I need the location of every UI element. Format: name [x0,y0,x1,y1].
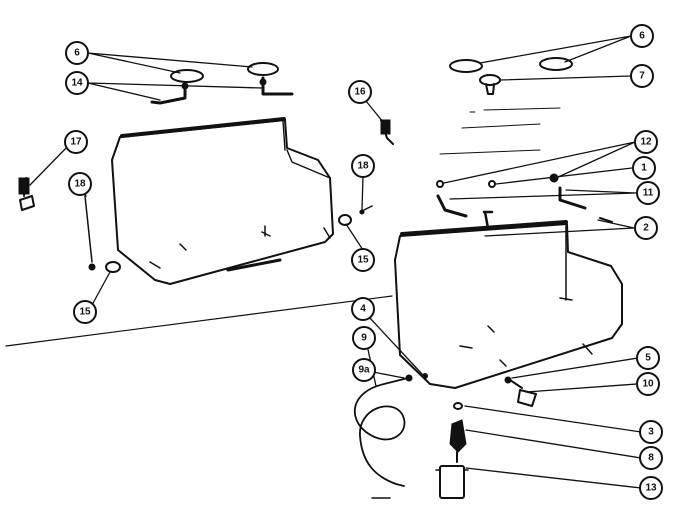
callout-2: 2 [634,216,658,240]
left-fittings [18,119,394,273]
callout-11: 11 [636,181,660,205]
right-small-parts [436,173,613,223]
right-tank [394,210,623,389]
callout-14: 14 [65,71,89,95]
svg-text:17: 17 [70,137,82,148]
svg-text:9: 9 [361,333,367,344]
callout-10: 10 [636,372,660,396]
svg-text:18: 18 [74,179,86,190]
leader-lines [29,35,642,489]
callout-6-right: 6 [630,24,654,48]
svg-text:15: 15 [357,255,369,266]
callout-18-left: 18 [68,172,92,196]
callout-17: 17 [64,130,88,154]
callout-13: 13 [639,476,663,500]
svg-text:9a: 9a [358,365,370,376]
callout-3: 3 [639,420,663,444]
separator-line [5,295,393,347]
left-tank [111,117,334,285]
svg-text:15: 15 [79,307,91,318]
callout-7: 7 [630,64,654,88]
callout-1: 1 [632,156,656,180]
svg-text:2: 2 [643,223,649,234]
lower-valve-parts [371,376,537,499]
svg-text:11: 11 [643,188,654,199]
callout-15-mid: 15 [351,248,375,272]
svg-text:16: 16 [354,87,366,98]
callout-6-left: 6 [65,41,89,65]
right-caps-group [439,57,573,155]
callout-9: 9 [352,326,376,350]
svg-text:7: 7 [639,71,645,82]
callout-15-left: 15 [73,300,97,324]
svg-text:6: 6 [639,31,645,42]
svg-text:14: 14 [71,78,83,89]
left-caps-group [150,62,294,105]
svg-text:18: 18 [357,161,369,172]
callout-12: 12 [634,130,658,154]
callout-4: 4 [351,297,375,321]
svg-text:6: 6 [74,48,80,59]
svg-text:10: 10 [642,379,654,390]
svg-text:8: 8 [648,453,654,464]
svg-text:1: 1 [641,163,647,174]
callout-5: 5 [636,346,660,370]
svg-text:13: 13 [645,483,657,494]
callout-9a: 9a [352,358,376,382]
callout-18-mid: 18 [351,154,375,178]
callout-8: 8 [639,446,663,470]
svg-text:4: 4 [360,304,366,315]
svg-text:5: 5 [645,353,651,364]
hose [353,373,428,487]
callout-16-top: 16 [348,80,372,104]
svg-text:3: 3 [648,427,654,438]
svg-text:12: 12 [640,137,652,148]
